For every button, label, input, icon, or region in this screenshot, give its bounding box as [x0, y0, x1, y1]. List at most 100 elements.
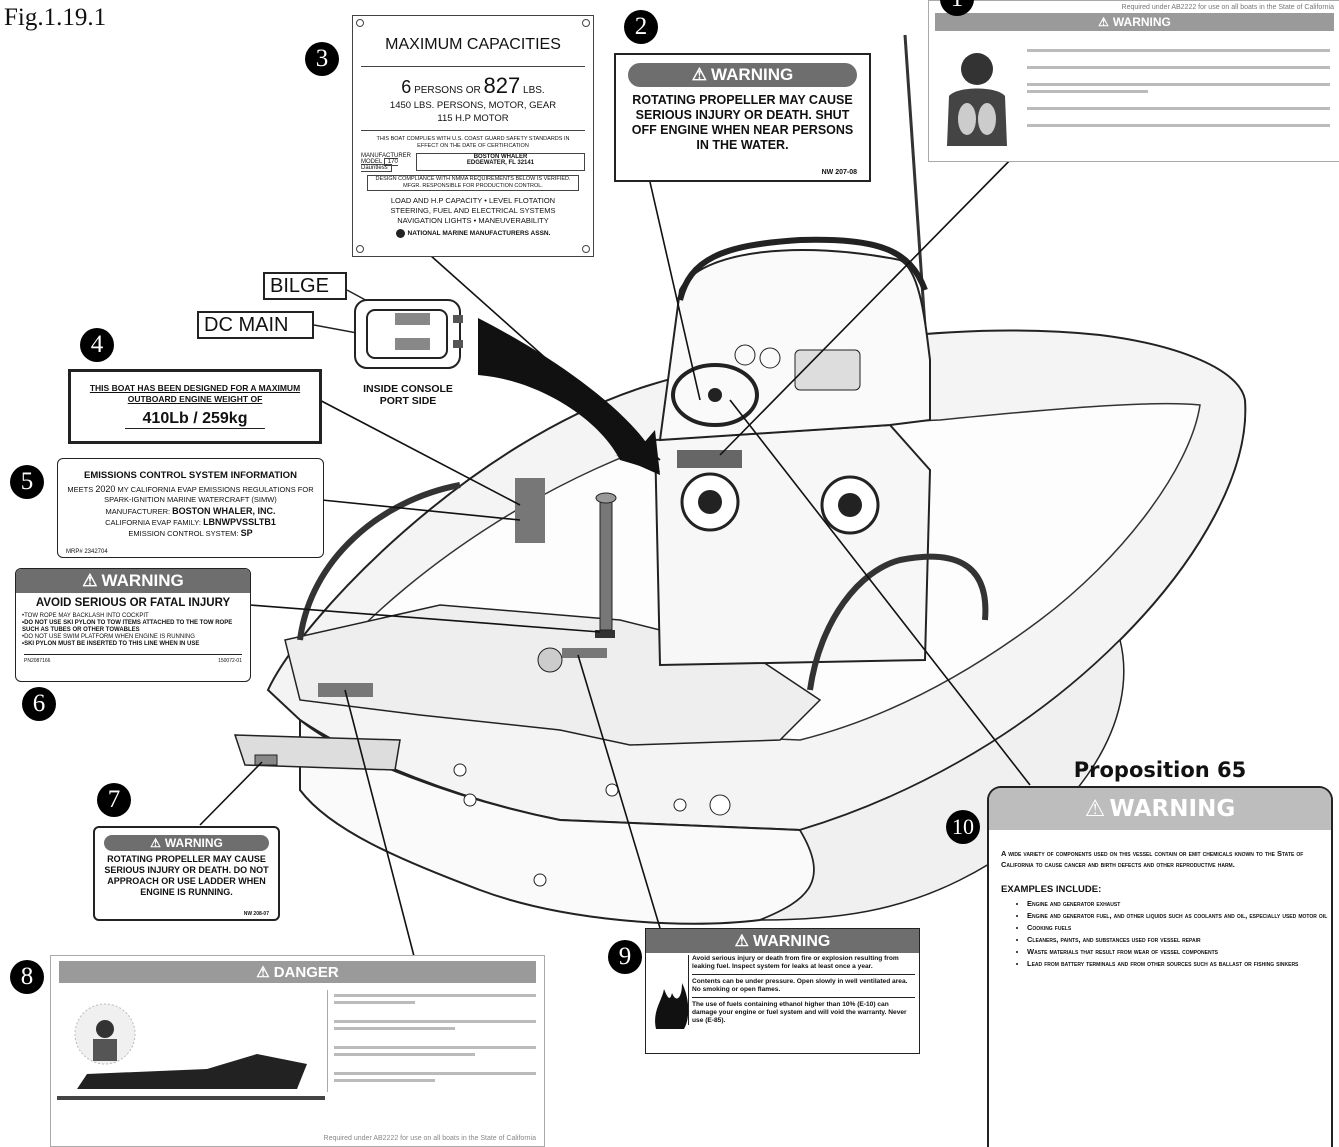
human-body-icon: [947, 53, 1007, 146]
label-9-location: [562, 648, 607, 658]
label-10-prop65-warning: ⚠WARNING A wide variety of components us…: [987, 786, 1333, 1147]
callout-number-1: 1: [940, 0, 974, 16]
label-1-co-warning: Required under AB2222 for use on all boa…: [928, 0, 1339, 162]
callout-number-10: 10: [946, 810, 980, 844]
label-7-text: ROTATING PROPELLER MAY CAUSE SERIOUS INJ…: [104, 854, 269, 897]
callout-number-4: 4: [80, 328, 114, 362]
label-6-ski-pylon-warning: ⚠WARNING AVOID SERIOUS OR FATAL INJURY •…: [15, 568, 251, 682]
warning-triangle-icon: ⚠: [256, 964, 270, 981]
ski-pylon-base: [595, 630, 615, 638]
label-9-fuel-warning: ⚠WARNING Avoid serious injury or death f…: [645, 928, 920, 1054]
leader-7: [199, 761, 263, 826]
label-7-header: ⚠WARNING: [104, 835, 269, 851]
label-4-engine-weight: THIS BOAT HAS BEEN DESIGNED FOR A MAXIMU…: [68, 369, 322, 444]
label-5-line1: MEETS 2020 MY CALIFORNIA EVAP EMISSIONS …: [67, 484, 314, 504]
switch-panel-icon: [313, 289, 463, 369]
screw-icon: [582, 19, 590, 27]
capacity-total: 1450 LBS. PERSONS, MOTOR, GEAR: [389, 100, 557, 111]
label-9-text: Avoid serious injury or death from fire …: [688, 955, 915, 1025]
speaker-starboard-cone: [838, 493, 862, 517]
leader-9: [577, 654, 661, 929]
transom-fitting: [709, 794, 731, 816]
label-1-header: ⚠WARNING: [935, 13, 1334, 31]
warning-triangle-icon: ⚠: [734, 933, 749, 950]
location-arrow-body: [478, 318, 660, 472]
callout-number-5: 5: [10, 465, 44, 499]
console-rail: [677, 236, 928, 301]
prop65-title: Proposition 65: [1073, 758, 1247, 782]
label-2-header: ⚠WARNING: [628, 63, 857, 87]
port-rail: [297, 482, 461, 641]
label-8-bottom-text: Required under AB2222 for use on all boa…: [323, 1135, 536, 1142]
transom-fitting: [673, 798, 687, 812]
list-item: Waste materials that result from wear of…: [1027, 947, 1331, 957]
label-5-mrp: MRP# 2342704: [66, 549, 108, 555]
label-2-code: NW 207-08: [821, 169, 857, 176]
transom-fitting: [533, 873, 547, 887]
label-1-text-lines: [1027, 43, 1330, 141]
label-8-header: ⚠DANGER: [59, 961, 536, 983]
transom-fitting: [463, 793, 477, 807]
callout-number-2: 2: [624, 10, 658, 44]
label-1-2-location: [677, 450, 742, 468]
label-2-propeller-warning: ⚠WARNING ROTATING PROPELLER MAY CAUSE SE…: [614, 53, 871, 182]
label-5-mfr: MANUFACTURER: BOSTON WHALER, INC.: [105, 506, 276, 516]
label-1-top-text: Required under AB2222 for use on all boa…: [1121, 4, 1334, 11]
capacity-persons: 6 PERSONS OR 827 LBS.: [401, 73, 545, 98]
gauge: [734, 344, 756, 366]
callout-number-8: 8: [10, 960, 44, 994]
list-item: Engine and generator exhaust: [1027, 899, 1331, 909]
steering-wheel: [671, 363, 759, 427]
label-5-emissions: EMISSIONS CONTROL SYSTEM INFORMATION MEE…: [57, 458, 324, 558]
label-6-header: ⚠WARNING: [16, 569, 250, 593]
speaker-port-cone: [698, 490, 722, 514]
label-8-co-danger: ⚠DANGER Required under AB2222 for use on…: [50, 955, 545, 1147]
nmma-logo-icon: [395, 229, 405, 238]
console-dash: [658, 249, 931, 442]
label-5-ecs: EMISSION CONTROL SYSTEM: SP: [128, 528, 253, 538]
label-2-text: ROTATING PROPELLER MAY CAUSE SERIOUS INJ…: [631, 93, 854, 152]
boat-exhaust-icon: [57, 1003, 325, 1100]
label-6-title: AVOID SERIOUS OR FATAL INJURY: [35, 597, 231, 609]
list-item: Cleaners, paints, and substances used fo…: [1027, 935, 1331, 945]
leader-3: [429, 254, 661, 461]
fuel-fill: [537, 647, 563, 673]
transom-fitting: [453, 763, 467, 777]
capacity-compliance: THIS BOAT COMPLIES WITH U.S. COAST GUARD…: [376, 136, 570, 149]
label-4-text: THIS BOAT HAS BEEN DESIGNED FOR A MAXIMU…: [89, 383, 301, 404]
capacity-motor: 115 H.P MOTOR: [437, 113, 509, 124]
callout-number-3: 3: [305, 42, 339, 76]
label-4-weight: 410Lb / 259kg: [125, 410, 265, 429]
list-item: Cooking fuels: [1027, 923, 1331, 933]
label-10-examples-title: EXAMPLES INCLUDE:: [1001, 884, 1102, 895]
transom-fitting: [605, 783, 619, 797]
warning-triangle-icon: ⚠: [82, 571, 98, 590]
label-7-code: NW 208-07: [243, 911, 269, 917]
starboard-rail: [807, 553, 989, 691]
list-item: Engine and generator fuel, and other liq…: [1027, 911, 1331, 921]
leader-1: [719, 149, 1021, 456]
label-3-capacity-plate: MAXIMUM CAPACITIES 6 PERSONS OR 827 LBS.…: [352, 15, 594, 257]
label-7-location: [254, 754, 278, 766]
label-10-intro: A wide variety of components used on thi…: [1001, 849, 1304, 869]
label-6-items: •TOW ROPE MAY BACKLASH INTO COCKPIT •DO …: [22, 613, 233, 647]
leader-2: [649, 181, 701, 401]
screw-icon: [356, 19, 364, 27]
label-4-5-location: [515, 478, 545, 543]
figure-label: Fig.1.19.1: [4, 4, 107, 31]
label-5-family: CALIFORNIA EVAP FAMILY: LBNWPVSSLTB1: [105, 517, 276, 527]
transom: [299, 717, 816, 925]
screw-icon: [582, 245, 590, 253]
label-5-title: EMISSIONS CONTROL SYSTEM INFORMATION: [84, 470, 297, 481]
callout-number-7: 7: [97, 783, 131, 817]
dc-main-switch-label: DC MAIN: [197, 311, 314, 339]
switch-location-caption: INSIDE CONSOLE PORT SIDE: [363, 383, 453, 407]
leader-4: [309, 394, 521, 506]
list-item: Lead from battery terminals and from oth…: [1027, 959, 1331, 969]
ski-pylon: [599, 499, 613, 631]
leader-5: [321, 499, 521, 521]
capacity-title: MAXIMUM CAPACITIES: [385, 36, 561, 53]
